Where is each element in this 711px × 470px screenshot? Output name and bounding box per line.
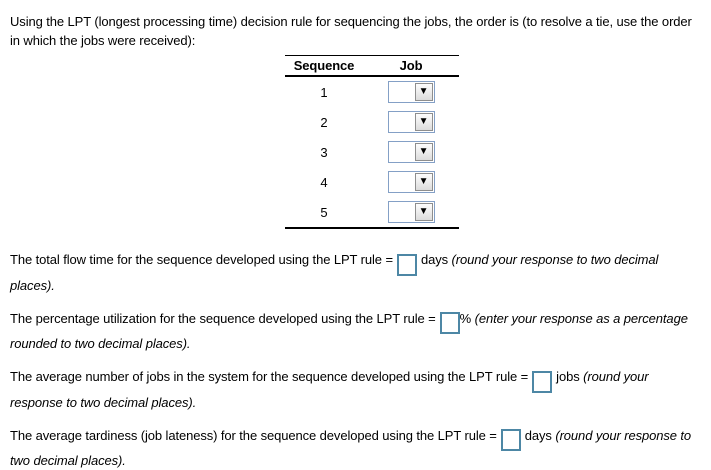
job-select-value [391, 82, 414, 102]
sequence-number: 4 [285, 173, 363, 192]
dropdown-arrow-icon: ▼ [415, 173, 433, 191]
sequence-number: 3 [285, 143, 363, 162]
job-cell: ▼ [363, 111, 459, 133]
job-cell: ▼ [363, 171, 459, 193]
sequence-number: 2 [285, 113, 363, 132]
table-row: 2 ▼ [285, 107, 459, 137]
sequence-number: 5 [285, 203, 363, 222]
sequence-table: Sequence Job 1 ▼ 2 ▼ [285, 55, 459, 229]
tardiness-input[interactable] [501, 429, 521, 451]
sequence-number: 1 [285, 83, 363, 102]
unit-label: jobs [556, 369, 579, 384]
question-text: The average tardiness (job lateness) for… [10, 428, 497, 443]
header-sequence: Sequence [285, 56, 363, 75]
questions-section: The total flow time for the sequence dev… [10, 250, 703, 470]
job-select-1[interactable]: ▼ [388, 81, 435, 103]
job-cell: ▼ [363, 81, 459, 103]
dropdown-arrow-icon: ▼ [415, 83, 433, 101]
job-select-2[interactable]: ▼ [388, 111, 435, 133]
job-select-4[interactable]: ▼ [388, 171, 435, 193]
question-text: The total flow time for the sequence dev… [10, 252, 393, 267]
header-job: Job [363, 56, 459, 75]
average-jobs-input[interactable] [532, 371, 552, 393]
question-text: The average number of jobs in the system… [10, 369, 528, 384]
dropdown-arrow-icon: ▼ [415, 113, 433, 131]
dropdown-arrow-icon: ▼ [415, 203, 433, 221]
table-row: 5 ▼ [285, 197, 459, 227]
job-select-value [391, 172, 414, 192]
question-percentage-utilization: The percentage utilization for the seque… [10, 309, 703, 354]
job-select-value [391, 142, 414, 162]
question-text: The percentage utilization for the seque… [10, 311, 436, 326]
question-total-flow-time: The total flow time for the sequence dev… [10, 250, 703, 295]
flow-time-input[interactable] [397, 254, 417, 276]
table-row: 4 ▼ [285, 167, 459, 197]
job-cell: ▼ [363, 201, 459, 223]
unit-label: days [525, 428, 552, 443]
job-select-5[interactable]: ▼ [388, 201, 435, 223]
job-cell: ▼ [363, 141, 459, 163]
job-select-value [391, 202, 414, 222]
table-row: 3 ▼ [285, 137, 459, 167]
question-intro: Using the LPT (longest processing time) … [10, 12, 703, 50]
sequence-table-body: 1 ▼ 2 ▼ 3 [285, 77, 459, 229]
unit-label: % [460, 311, 471, 326]
utilization-input[interactable] [440, 312, 460, 334]
table-row: 1 ▼ [285, 77, 459, 107]
job-select-3[interactable]: ▼ [388, 141, 435, 163]
unit-label: days [421, 252, 448, 267]
question-average-tardiness: The average tardiness (job lateness) for… [10, 426, 703, 470]
sequence-table-header: Sequence Job [285, 55, 459, 77]
question-average-jobs: The average number of jobs in the system… [10, 367, 703, 412]
job-select-value [391, 112, 414, 132]
dropdown-arrow-icon: ▼ [415, 143, 433, 161]
